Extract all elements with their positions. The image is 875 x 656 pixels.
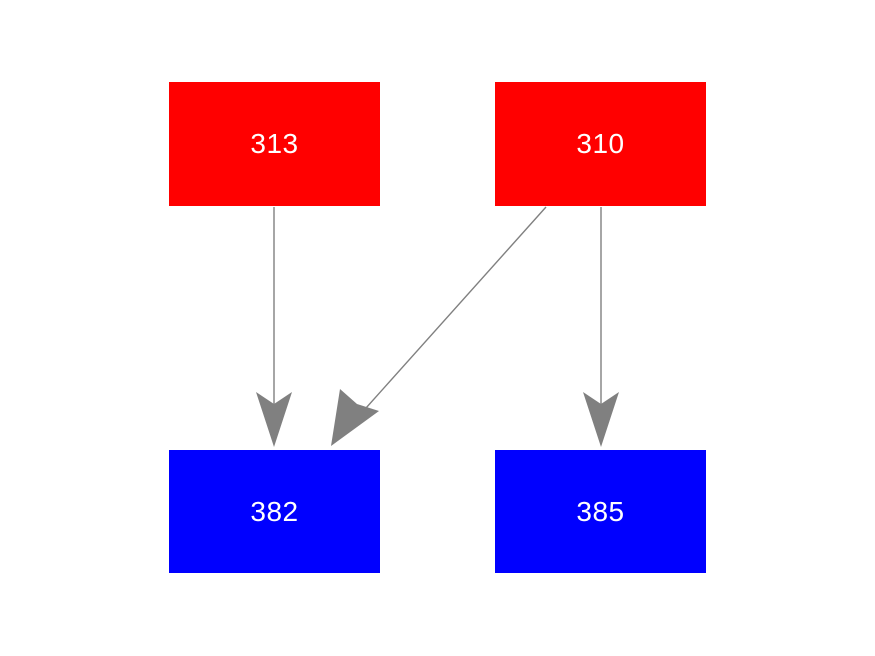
node-310[interactable]: 310 — [495, 82, 706, 206]
node-310-label: 310 — [576, 128, 625, 159]
node-385[interactable]: 385 — [495, 450, 706, 573]
node-313-label: 313 — [250, 128, 299, 159]
edge-310-385[interactable] — [583, 207, 619, 447]
edge-310-382[interactable] — [331, 206, 547, 446]
edge-310-385-arrowhead — [583, 392, 619, 447]
node-382[interactable]: 382 — [169, 450, 380, 573]
edge-310-382-line — [365, 206, 547, 409]
edge-313-382-arrowhead — [256, 392, 292, 447]
edge-313-382[interactable] — [256, 207, 292, 447]
edge-310-382-arrowhead — [331, 389, 379, 446]
node-382-label: 382 — [250, 495, 299, 527]
node-313[interactable]: 313 — [169, 82, 380, 206]
node-385-label: 385 — [576, 495, 625, 527]
